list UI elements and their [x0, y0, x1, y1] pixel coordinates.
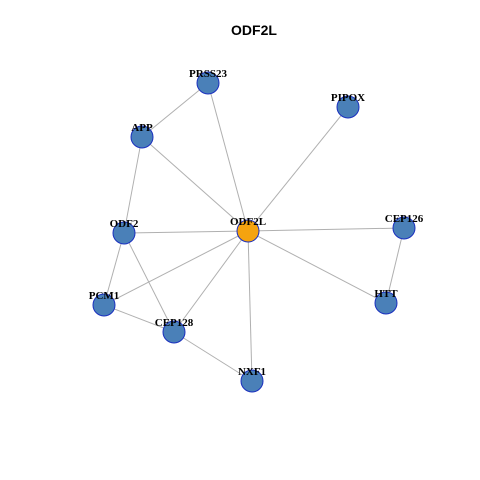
node-app: APP [130, 122, 154, 149]
node-cep126: CEP126 [385, 213, 424, 240]
node-cep128: CEP128 [155, 317, 194, 344]
node-label-cep128: CEP128 [155, 317, 194, 329]
node-circle-cep128 [162, 320, 186, 344]
node-odf2l: ODF2L [230, 216, 266, 243]
node-label-app: APP [131, 122, 153, 134]
edge-odf2l-odf2 [123, 230, 249, 234]
node-label-nxf1: NXF1 [238, 366, 266, 378]
edge-pcm1-cep128 [103, 304, 175, 333]
node-circle-nxf1 [240, 369, 264, 393]
edge-odf2l-pipox [247, 106, 349, 232]
edge-odf2l-cep126 [247, 227, 405, 232]
edge-app-odf2 [123, 136, 143, 234]
node-circle-cep126 [392, 216, 416, 240]
node-nxf1: NXF1 [238, 366, 266, 393]
edge-odf2-pcm1 [103, 232, 125, 306]
node-label-pipox: PIPOX [331, 92, 365, 104]
node-label-odf2: ODF2 [110, 218, 139, 230]
node-label-prss23: PRSS23 [189, 68, 227, 80]
edge-odf2l-app [141, 136, 249, 232]
edge-odf2l-prss23 [207, 82, 249, 232]
node-circle-app [130, 125, 154, 149]
node-odf2: ODF2 [110, 218, 139, 245]
node-circle-odf2 [112, 221, 136, 245]
edge-odf2l-cep128 [173, 230, 249, 333]
edge-odf2l-pcm1 [103, 230, 249, 306]
edge-odf2-cep128 [123, 232, 175, 333]
edge-prss23-app [141, 82, 209, 138]
edges-layer [103, 82, 405, 382]
node-label-pcm1: PCM1 [89, 290, 120, 302]
edge-odf2l-nxf1 [247, 230, 253, 382]
edge-cep126-htt [385, 227, 405, 304]
node-label-htt: HTT [374, 288, 398, 300]
node-circle-prss23 [196, 71, 220, 95]
node-pcm1: PCM1 [89, 290, 120, 317]
node-label-odf2l: ODF2L [230, 216, 266, 228]
node-pipox: PIPOX [331, 92, 365, 119]
node-circle-pcm1 [92, 293, 116, 317]
edge-cep128-nxf1 [173, 331, 253, 382]
node-circle-pipox [336, 95, 360, 119]
node-label-cep126: CEP126 [385, 213, 424, 225]
diagram-title: ODF2L [231, 22, 277, 38]
node-prss23: PRSS23 [189, 68, 227, 95]
node-circle-odf2l [236, 219, 260, 243]
node-htt: HTT [374, 288, 398, 315]
edge-odf2l-htt [247, 230, 387, 304]
node-circle-htt [374, 291, 398, 315]
